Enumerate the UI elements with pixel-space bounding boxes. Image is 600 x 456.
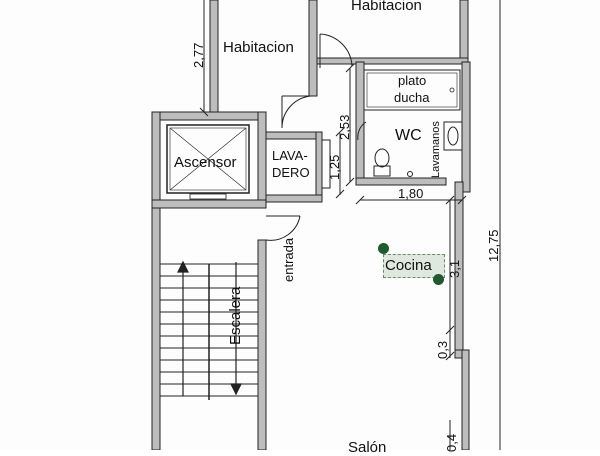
- door-swing: [265, 215, 301, 241]
- walls: [151, 0, 471, 451]
- dimension-label-0-4: 0,4: [444, 433, 459, 452]
- room-label-ducha: ducha: [394, 90, 430, 105]
- room-label-habitacion-left: Habitacion: [223, 39, 294, 56]
- stair-arrows: [177, 260, 242, 396]
- wall-segment: [151, 111, 161, 451]
- wall-segment: [355, 177, 447, 186]
- room-label-entrada: entrada: [281, 237, 296, 282]
- room-label-salon: Salón: [348, 439, 387, 456]
- dimension-label-1-80: 1,80: [398, 186, 424, 201]
- room-label-dero: DERO: [272, 165, 310, 180]
- wall-segment: [308, 0, 318, 97]
- wall-segment: [257, 239, 267, 451]
- room-label-cocina: Cocina: [385, 257, 432, 274]
- wall-segment: [151, 111, 267, 121]
- door-swing: [357, 121, 367, 141]
- room-label-lavamanos: Lavamanos: [430, 121, 442, 178]
- wall-segment: [316, 57, 469, 65]
- wall-segment: [151, 199, 267, 209]
- toilet-icon: [373, 148, 391, 177]
- room-label-plato: plato: [398, 73, 427, 88]
- wall-segment: [265, 131, 323, 140]
- dimension-label-0-3: 0,3: [435, 340, 450, 359]
- room-label-habitacion-top: Habitacion: [351, 0, 422, 14]
- shower-tray: [363, 69, 461, 111]
- wall-segment: [461, 349, 470, 451]
- wall-segment: [315, 131, 323, 203]
- wall-segment: [265, 194, 323, 203]
- wall-segment: [209, 0, 219, 113]
- dimension-lines: [199, 0, 501, 450]
- elevator-cab: [166, 124, 250, 200]
- dimension-label-2-53: 2,53: [337, 114, 352, 140]
- door-jamb: [322, 139, 331, 189]
- dimension-label-12-75: 12,75: [486, 229, 501, 262]
- room-label-ascensor: Ascensor: [174, 154, 237, 171]
- room-label-wc: WC: [395, 127, 422, 144]
- doors: [265, 33, 367, 241]
- wall-segment: [461, 61, 471, 193]
- floor-drain-icon: [407, 171, 413, 177]
- selection-handle-end[interactable]: [433, 274, 444, 285]
- dimension-label-1-25: 1,25: [327, 154, 342, 180]
- wall-segment: [459, 0, 469, 63]
- selection-handle-start[interactable]: [378, 243, 389, 254]
- door-swing: [319, 33, 353, 67]
- dimension-label-2-77: 2,77: [191, 42, 206, 68]
- sink-icon: [443, 121, 463, 151]
- wall-segment: [257, 111, 267, 201]
- room-label-escalera: Escalera: [227, 286, 244, 345]
- room-label-lava: LAVA-: [272, 148, 308, 163]
- door-swing: [281, 95, 312, 129]
- dimension-label-3-1: 3,1: [447, 259, 462, 278]
- wall-segment: [355, 61, 365, 183]
